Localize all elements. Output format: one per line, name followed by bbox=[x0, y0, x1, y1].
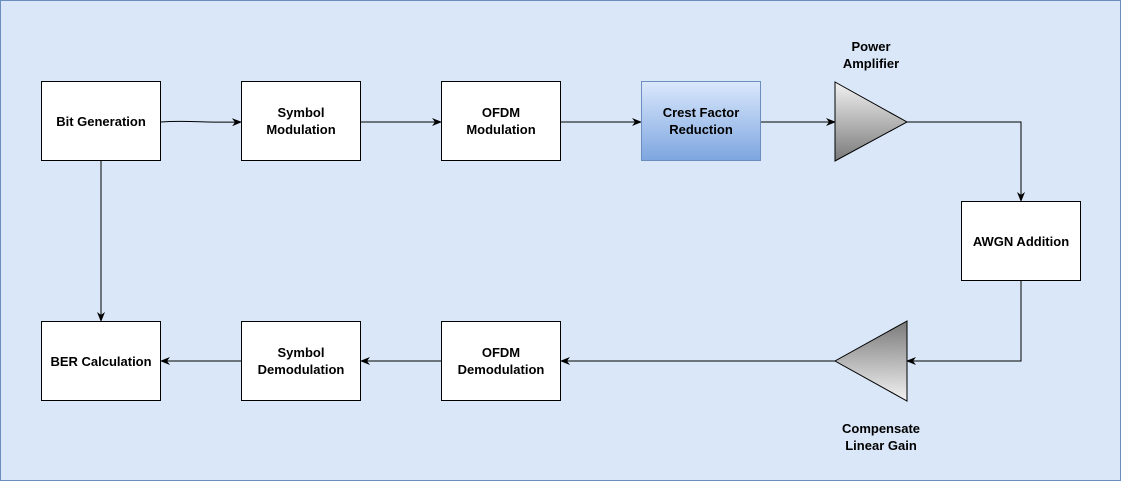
symbol-modulation-block: Symbol Modulation bbox=[241, 81, 361, 161]
compensate-gain-label: Compensate Linear Gain bbox=[841, 421, 921, 453]
crest-factor-reduction-block: Crest Factor Reduction bbox=[641, 81, 761, 161]
symbol-demodulation-block: Symbol Demodulation bbox=[241, 321, 361, 401]
arrow-pa-to-awgn bbox=[907, 121, 1025, 202]
power-amplifier-triangle bbox=[834, 81, 909, 162]
bit-generation-block: Bit Generation bbox=[41, 81, 161, 161]
ofdm-demodulation-block: OFDM Demodulation bbox=[441, 321, 561, 401]
compensate-gain-triangle bbox=[833, 320, 908, 402]
power-amplifier-label: Power Amplifier bbox=[842, 39, 900, 71]
awgn-addition-block: AWGN Addition bbox=[961, 201, 1081, 281]
arrow-awgn-to-gain bbox=[906, 281, 1022, 365]
ber-calculation-block: BER Calculation bbox=[41, 321, 161, 401]
ofdm-modulation-block: OFDM Modulation bbox=[441, 81, 561, 161]
arrow-bit-to-symbol bbox=[160, 118, 242, 127]
